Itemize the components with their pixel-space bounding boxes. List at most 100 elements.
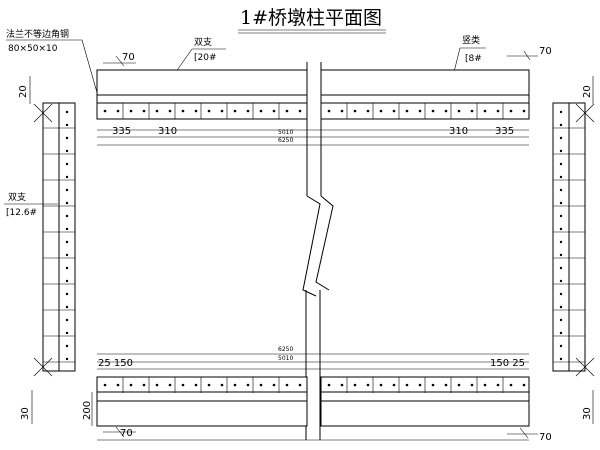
bolt-bottom-left <box>298 383 302 387</box>
bolt-bottom-right <box>509 383 513 387</box>
dim-total-top: 6250 <box>278 137 293 144</box>
corner-brace-br <box>575 357 595 377</box>
column-bolt-left <box>65 188 69 192</box>
leader-angle-steel-2 <box>81 39 99 97</box>
column-bolt-left <box>65 149 69 153</box>
bolt-top-left <box>298 109 302 113</box>
column-bolt-left <box>65 318 69 322</box>
bolt-top-right <box>418 109 422 113</box>
column-bolt-left <box>65 292 69 296</box>
right-column-outer <box>552 102 570 372</box>
bolt-bottom-left <box>220 383 224 387</box>
column-bolt-left <box>65 162 69 166</box>
bolt-bottom-right <box>431 383 435 387</box>
break-line-left <box>302 195 321 297</box>
bolt-bottom-right <box>483 383 487 387</box>
bolt-bottom-right <box>379 383 383 387</box>
bolt-top-right <box>522 109 526 113</box>
dim-25-150-left: 25 150 <box>98 358 133 369</box>
dim-inner-top: 5010 <box>278 129 293 136</box>
dim-70-top-right: 70 <box>539 46 552 57</box>
break-line-right <box>315 195 334 291</box>
bolt-top-left <box>129 109 133 113</box>
bolt-top-right <box>405 109 409 113</box>
label-double-left: 双支 <box>8 191 26 203</box>
column-bolt-right <box>559 279 563 283</box>
column-bolt-right <box>559 188 563 192</box>
column-bolt-left <box>65 136 69 140</box>
right-column-inner <box>568 102 586 372</box>
bolt-top-left <box>181 109 185 113</box>
label-vertical-rib: 竖类 <box>462 34 480 46</box>
tick-70-br <box>519 427 529 439</box>
bolt-bottom-left <box>155 383 159 387</box>
tick-70-tr <box>523 50 531 61</box>
bolt-bottom-right <box>366 383 370 387</box>
column-bolt-left <box>65 279 69 283</box>
bolt-bottom-left <box>181 383 185 387</box>
top-beam-left <box>96 69 308 105</box>
bolt-bottom-left <box>194 383 198 387</box>
dim-20-left: 20 <box>18 85 29 98</box>
bolt-top-left <box>155 109 159 113</box>
dim-335-tl: 335 <box>112 126 131 137</box>
bolt-bottom-left <box>259 383 263 387</box>
bolt-top-right <box>392 109 396 113</box>
dim-inner-bottom: 5010 <box>278 355 293 362</box>
bolt-top-left <box>168 109 172 113</box>
bolt-top-right <box>340 109 344 113</box>
bolt-top-right <box>483 109 487 113</box>
dim-70-bottom-right: 70 <box>539 432 552 443</box>
dim-70-bottom-left: 70 <box>120 428 133 439</box>
bolt-top-left <box>103 109 107 113</box>
column-bolt-left <box>65 240 69 244</box>
column-bolt-left <box>65 175 69 179</box>
label-channel-8: [8# <box>465 54 482 64</box>
bolt-top-left <box>246 109 250 113</box>
bolt-top-right <box>327 109 331 113</box>
bolt-top-left <box>116 109 120 113</box>
column-bolt-right <box>559 110 563 114</box>
bolt-top-left <box>272 109 276 113</box>
column-bolt-left <box>65 344 69 348</box>
column-bolt-left <box>65 123 69 127</box>
column-bolt-right <box>559 227 563 231</box>
bolt-bottom-left <box>207 383 211 387</box>
dim-150-25-right: 150 25 <box>490 358 525 369</box>
column-bolt-left <box>65 266 69 270</box>
bolt-bottom-left <box>246 383 250 387</box>
bolt-top-left <box>194 109 198 113</box>
bolt-top-right <box>431 109 435 113</box>
column-bolt-right <box>559 318 563 322</box>
bolt-bottom-right <box>392 383 396 387</box>
dim-310-tr: 310 <box>449 126 468 137</box>
dim-310-tl: 310 <box>158 126 177 137</box>
column-bolt-right <box>559 357 563 361</box>
column-bolt-right <box>559 136 563 140</box>
top-rib-strip <box>96 102 530 120</box>
bolt-bottom-right <box>418 383 422 387</box>
bolt-bottom-left <box>116 383 120 387</box>
drawing-title: 1#桥墩柱平面图 <box>240 7 382 29</box>
label-angle-steel-size: 80×50×10 <box>8 44 58 54</box>
label-channel-20: [20# <box>194 53 217 63</box>
label-channel-12-6: [12.6# <box>6 208 37 218</box>
bolt-top-right <box>457 109 461 113</box>
column-bolt-right <box>559 162 563 166</box>
bolt-bottom-left <box>233 383 237 387</box>
column-bolt-left <box>65 214 69 218</box>
bolt-top-right <box>379 109 383 113</box>
column-bolt-left <box>65 110 69 114</box>
column-bolt-left <box>65 227 69 231</box>
column-bolt-right <box>559 344 563 348</box>
column-bolt-right <box>559 253 563 257</box>
left-column-outer <box>42 102 60 372</box>
column-bolt-right <box>559 331 563 335</box>
dim-200-left: 200 <box>82 401 93 420</box>
bolt-bottom-left <box>168 383 172 387</box>
corner-brace-bl <box>33 357 53 377</box>
column-bolt-left <box>65 305 69 309</box>
bolt-bottom-left <box>103 383 107 387</box>
bolt-bottom-right <box>522 383 526 387</box>
bolt-bottom-right <box>405 383 409 387</box>
